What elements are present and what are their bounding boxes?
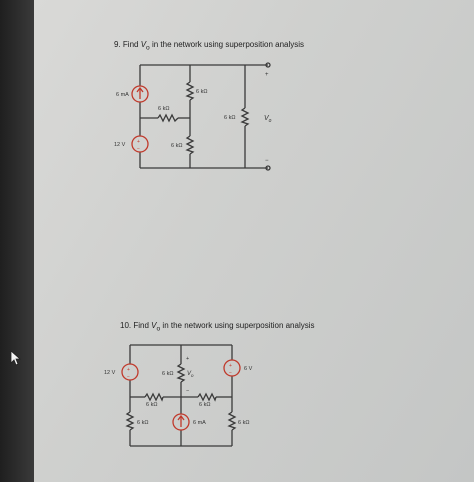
c10-label-current-source: 6 mA [193, 420, 206, 426]
c10-label-voltage-right: 6 V [244, 366, 253, 372]
c10-resistor-right-bottom [227, 411, 237, 431]
c10-center-plus: + [186, 356, 189, 362]
c10-left-source-minus: − [127, 374, 130, 380]
c10-right-source-minus: − [229, 370, 232, 376]
circuit-9 [139, 62, 271, 171]
c10-resistor-center [176, 363, 186, 383]
mouse-cursor-icon [10, 350, 22, 366]
circuit-10-labels: 12 V + − 6 V + − 6 kΩ + − Vo 6 kΩ 6 kΩ 6… [104, 356, 253, 426]
c10-label-resistor-mid-left: 6 kΩ [146, 402, 157, 408]
c10-label-resistor-right-bottom: 6 kΩ [238, 420, 249, 426]
c9-label-resistor-top: 6 kΩ [196, 89, 207, 95]
c10-output-voltage: Vo [187, 371, 194, 378]
c10-label-voltage-left: 12 V [104, 370, 116, 376]
c10-resistor-mid-left [144, 392, 164, 402]
c9-resistor-mid [157, 113, 179, 123]
problem-9-var: V [140, 40, 147, 49]
c10-label-resistor-mid-right: 6 kΩ [199, 402, 210, 408]
problem-10-var-sub: o [156, 325, 161, 333]
c9-label-current-source: 6 mA [116, 92, 129, 98]
c10-output-var: V [187, 371, 192, 377]
c9-output-minus: − [265, 158, 269, 164]
problem-9-var-sub: o [146, 44, 150, 52]
circuit-9-sources [131, 85, 149, 153]
c9-label-resistor-right: 6 kΩ [224, 115, 235, 121]
c9-resistor-top [185, 81, 195, 101]
problem-10-title: 10. Find Vo in the network using superpo… [120, 321, 315, 333]
c9-voltage-source-symbol [131, 135, 149, 153]
paper-sheet [34, 0, 474, 482]
c9-label-resistor-mid: 6 kΩ [158, 106, 169, 112]
problem-10-text-after: in the network using superposition analy… [160, 321, 315, 330]
c9-label-voltage-source: 12 V [114, 142, 126, 148]
c9-output-voltage: Vo [264, 115, 272, 124]
c10-output-sub: o [191, 373, 194, 378]
c9-output-sub: o [269, 118, 272, 124]
c10-resistor-left-bottom [125, 411, 135, 431]
c9-terminal-bottom [265, 165, 271, 171]
c9-terminal-top [265, 62, 271, 68]
c9-source-minus: − [137, 146, 140, 152]
c10-current-arrow-head [177, 414, 185, 421]
c9-output-plus: + [265, 72, 269, 78]
c9-current-arrow-head [136, 86, 144, 93]
c9-output-var: V [264, 115, 270, 122]
c10-voltage-source-left-symbol [121, 363, 139, 381]
c10-voltage-source-right-symbol [223, 359, 241, 377]
c9-current-source-symbol [131, 85, 149, 103]
c10-resistor-mid-right [197, 392, 217, 402]
circuit-9-labels: 6 mA 6 kΩ 6 kΩ 6 kΩ 6 kΩ 12 V + − + − Vo [114, 72, 272, 164]
c10-label-resistor-center: 6 kΩ [162, 371, 173, 377]
problem-9-text-before: Find [122, 40, 141, 49]
screen-edge [0, 0, 34, 482]
problem-9-title: 9. Find Vo in the network using superpos… [114, 40, 304, 52]
c9-resistor-right [240, 107, 250, 127]
c9-source-plus: + [137, 139, 140, 145]
c10-label-resistor-left-bottom: 6 kΩ [137, 420, 148, 426]
c10-center-minus: − [186, 388, 189, 394]
problem-10-var: V [151, 321, 157, 330]
c10-current-source-symbol [172, 413, 190, 431]
circuit-10-sources [121, 359, 241, 431]
problem-9-number: 9. [114, 40, 121, 49]
c10-right-source-plus: + [229, 363, 232, 369]
c9-label-resistor-bottom: 6 kΩ [171, 143, 182, 149]
problem-10-number: 10. [120, 321, 132, 330]
circuit-10 [125, 344, 237, 447]
problem-10-text-before: Find [133, 321, 152, 330]
c10-left-source-plus: + [127, 367, 130, 373]
problem-9-text-after: in the network using superposition analy… [149, 40, 305, 49]
c9-resistor-bottom [185, 135, 195, 155]
